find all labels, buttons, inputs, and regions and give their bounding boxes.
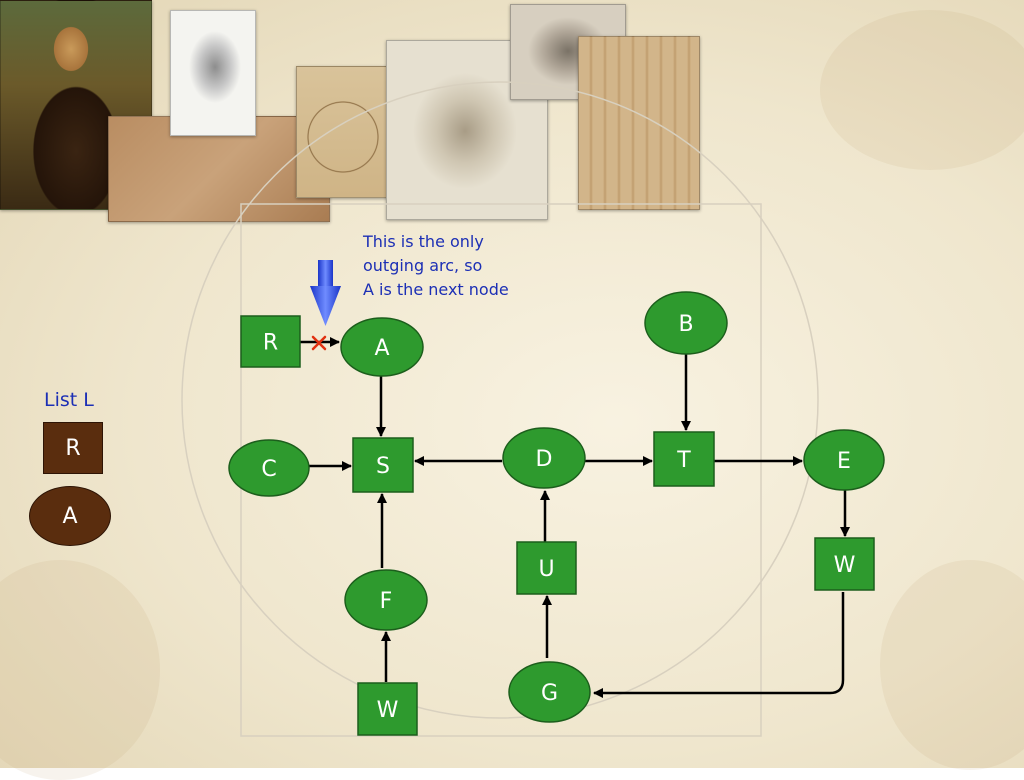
graph-node-b: B — [644, 291, 728, 355]
node-label: W — [834, 553, 856, 578]
node-label: T — [676, 448, 691, 473]
list-item: R — [43, 422, 103, 474]
paper-stain — [880, 560, 1024, 770]
node-label: B — [678, 312, 693, 337]
node-label: E — [837, 449, 851, 474]
down-arrow-icon — [310, 260, 341, 326]
graph-node-u: U — [516, 541, 577, 595]
annotation-line: This is the only — [363, 232, 484, 251]
annotation-line: outging arc, so — [363, 256, 483, 275]
list-title: List L — [44, 389, 94, 411]
node-label: R — [263, 331, 278, 356]
annotation-note: This is the only outging arc, so A is th… — [363, 230, 583, 302]
self-portrait-picture — [170, 10, 256, 136]
node-oval-shape — [803, 429, 885, 491]
graph-node-w2: W — [357, 682, 418, 736]
paper-stain — [0, 560, 160, 780]
node-label: F — [380, 589, 393, 614]
node-rect-shape — [653, 431, 715, 487]
graph-node-e: E — [803, 429, 885, 491]
list-item: A — [29, 486, 111, 546]
graph-node-c: C — [228, 439, 310, 497]
node-oval-shape — [508, 661, 591, 723]
skeleton-study-picture — [578, 36, 700, 210]
node-label: A — [374, 336, 389, 361]
node-label: S — [376, 454, 390, 479]
graph-node-t: T — [653, 431, 715, 487]
graph-node-w1: W — [814, 537, 875, 591]
node-rect-shape — [352, 437, 414, 493]
node-rect-shape — [516, 541, 577, 595]
node-oval-shape — [502, 427, 586, 489]
edge-w1-to-g — [593, 592, 845, 698]
node-rect-shape — [240, 315, 301, 368]
graph-node-s: S — [352, 437, 414, 493]
nodes-layer: R A B C S D T E W U F G W — [228, 291, 885, 736]
paper-stain — [820, 10, 1024, 170]
node-label: U — [538, 557, 554, 582]
cross-mark-icon — [311, 335, 327, 351]
graph-node-a: A — [340, 317, 424, 377]
node-oval-shape — [340, 317, 424, 377]
edges-layer — [300, 335, 850, 698]
node-oval-shape — [344, 569, 428, 631]
node-label: D — [536, 447, 553, 472]
vitruvian-man-picture — [296, 66, 390, 198]
graph-node-f: F — [344, 569, 428, 631]
graph-node-g: G — [508, 661, 591, 723]
node-oval-shape — [644, 291, 728, 355]
node-label: C — [261, 457, 276, 482]
node-label: W — [377, 698, 399, 723]
node-oval-shape — [228, 439, 310, 497]
graph-node-r: R — [240, 315, 301, 368]
node-rect-shape — [357, 682, 418, 736]
annotation-line: A is the next node — [363, 280, 509, 299]
graph-node-d: D — [502, 427, 586, 489]
node-label: G — [541, 681, 558, 706]
faint-background-circle — [181, 81, 819, 719]
node-rect-shape — [814, 537, 875, 591]
